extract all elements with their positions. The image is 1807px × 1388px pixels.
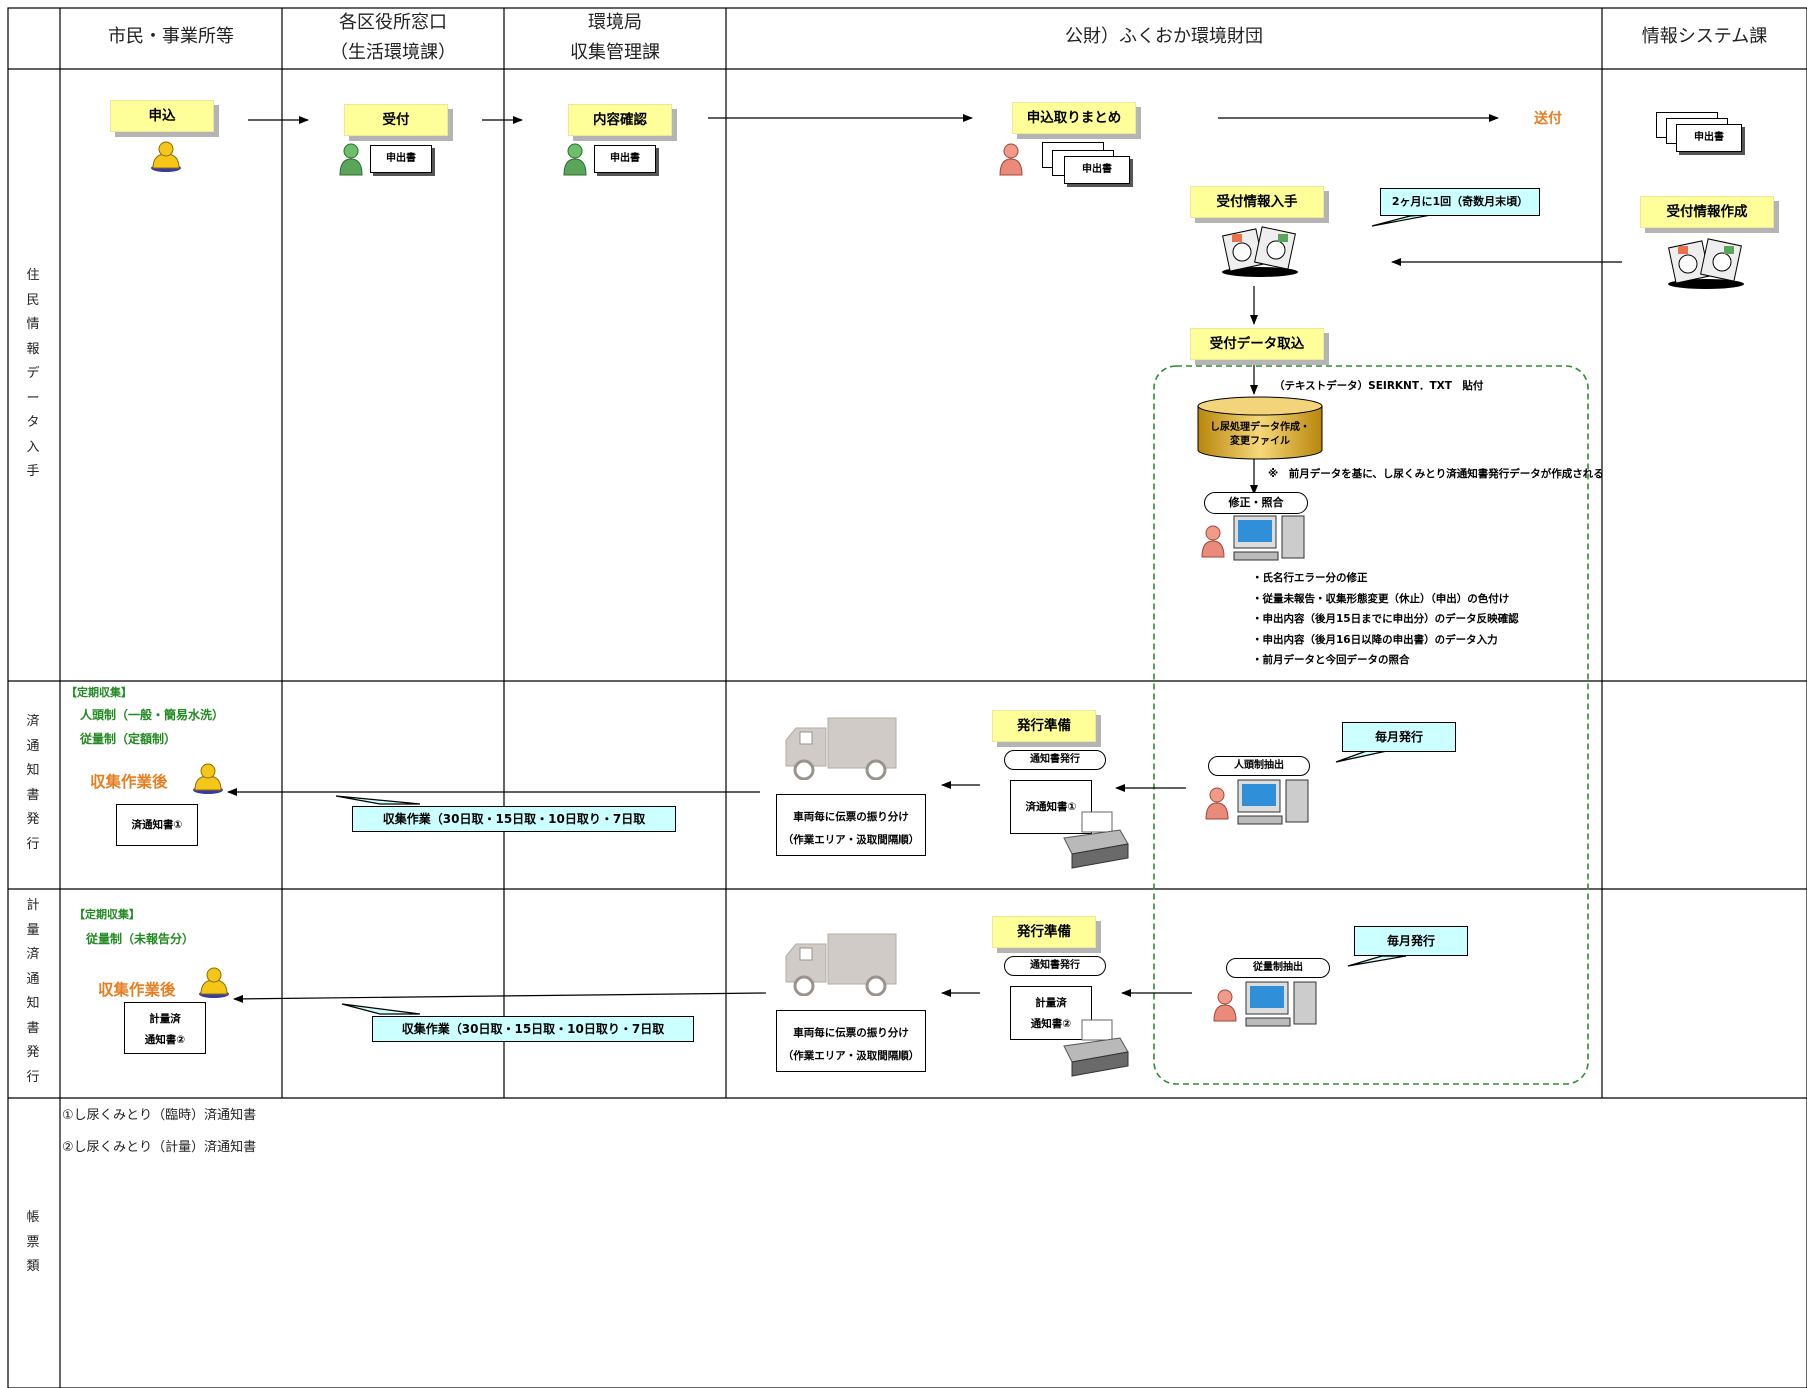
printer-icon bbox=[1063, 811, 1129, 869]
truck-sort-line2: （作業エリア・汲取間隔順） bbox=[782, 1050, 920, 1062]
after-collection-label: 収集作業後 bbox=[90, 773, 168, 791]
column-info-systems: 情報システム課 bbox=[1641, 26, 1768, 47]
column-foundation: 公財）ふくおか環境財団 bbox=[1065, 26, 1263, 47]
application-doc: 申出書 bbox=[594, 145, 656, 173]
metered-notice-doc-2: 計量済 通知書② bbox=[124, 1002, 206, 1054]
printed-metered-line2: 通知書② bbox=[1030, 1018, 1072, 1030]
after-collection-label: 収集作業後 bbox=[98, 981, 176, 999]
row-label-metered-notice-issue: 計量済 通知書 発行 bbox=[26, 898, 40, 1085]
confirm-box: 内容確認 bbox=[568, 104, 672, 136]
footnote-2: ②し尿くみとり（計量）済通知書 bbox=[62, 1140, 257, 1155]
regular-collection-tag: 【定期収集】 bbox=[66, 686, 132, 699]
database-label-l2: 変更ファイル bbox=[1230, 436, 1290, 447]
truck-icon bbox=[785, 933, 897, 996]
computer-icon bbox=[1237, 779, 1309, 825]
person-green-icon bbox=[339, 143, 363, 176]
application-doc: 申出書 bbox=[370, 145, 432, 173]
application-doc-stack: 申出書 bbox=[1064, 156, 1130, 184]
truck-sort-line2: （作業エリア・汲取間隔順） bbox=[782, 834, 920, 846]
person-red-icon bbox=[1213, 989, 1237, 1022]
dashed-group-region bbox=[1153, 365, 1589, 1085]
truck-sort-box: 車両毎に伝票の振り分け （作業エリア・汲取間隔順） bbox=[776, 794, 926, 856]
fix-task-item: ・氏名行エラー分の修正 bbox=[1252, 572, 1368, 584]
truck-sort-line1: 車両毎に伝票の振り分け bbox=[793, 811, 909, 823]
issue-prep-box: 発行準備 bbox=[992, 710, 1096, 742]
fix-task-list: ・氏名行エラー分の修正 ・従量未報告・収集形態変更（休止）（申出）の色付け ・申… bbox=[1252, 568, 1519, 671]
row2-arrows bbox=[227, 781, 1186, 796]
fix-task-item: ・従量未報告・収集形態変更（休止）（申出）の色付け bbox=[1252, 592, 1510, 605]
fix-task-item: ・申出内容（後月16日以降の申出書）のデータ入力 bbox=[1252, 633, 1498, 646]
volume-unreported-label: 従量制（未報告分） bbox=[86, 932, 195, 946]
printed-metered-notice-2: 計量済 通知書② bbox=[1010, 986, 1092, 1040]
row3-arrows bbox=[233, 989, 1192, 1003]
application-doc-stack: 申出書 bbox=[1676, 124, 1742, 152]
prev-data-note: ※ 前月データを基に、し尿くみとり済通知書発行データが作成される bbox=[1268, 468, 1604, 480]
column-citizens: 市民・事業所等 bbox=[108, 26, 234, 47]
compile-box: 申込取りまとめ bbox=[1012, 102, 1136, 134]
row-label-resident-data: 住民情 報デー タ入手 bbox=[26, 268, 40, 479]
truck-sort-box: 車両毎に伝票の振り分け （作業エリア・汲取間隔順） bbox=[776, 1010, 926, 1072]
row1-arrows bbox=[248, 114, 1622, 495]
column-ward-office-l1: 各区役所窓口 bbox=[339, 12, 447, 33]
issue-prep-box: 発行準備 bbox=[992, 916, 1096, 948]
import-data-box: 受付データ取込 bbox=[1190, 328, 1324, 360]
row-label-notice-issue: 済通知 書発行 bbox=[26, 714, 40, 852]
issue-notice-pill: 通知書発行 bbox=[1004, 750, 1106, 770]
issue-notice-pill: 通知書発行 bbox=[1004, 956, 1106, 976]
send-label: 送付 bbox=[1534, 111, 1562, 127]
every-two-months-callout: 2ヶ月に1回（奇数月末頃） bbox=[1380, 188, 1540, 216]
truck-sort-line1: 車両毎に伝票の振り分け bbox=[793, 1027, 909, 1039]
column-env-bureau-l2: 収集管理課 bbox=[570, 42, 660, 63]
monthly-issue-callout: 毎月発行 bbox=[1354, 926, 1468, 956]
regular-collection-tag: 【定期収集】 bbox=[74, 908, 140, 921]
create-info-box: 受付情報作成 bbox=[1640, 196, 1774, 228]
apply-box: 申込 bbox=[110, 100, 214, 132]
database-cylinder-icon bbox=[1197, 396, 1323, 460]
notice-doc-1: 済通知書① bbox=[116, 804, 198, 846]
person-red-icon bbox=[1205, 787, 1229, 820]
volume-extract-pill: 従量制抽出 bbox=[1226, 958, 1330, 978]
fix-check-pill: 修正・照合 bbox=[1204, 492, 1308, 514]
swimlane-grid bbox=[7, 7, 1807, 1388]
computer-icon bbox=[1245, 981, 1317, 1027]
column-ward-office-l2: （生活環境課） bbox=[330, 42, 456, 63]
metered-notice-line2: 通知書② bbox=[144, 1034, 186, 1046]
fix-task-item: ・申出内容（後月15日までに申出分）のデータ反映確認 bbox=[1252, 613, 1519, 625]
footnote-1: ①し尿くみとり（臨時）済通知書 bbox=[62, 1108, 257, 1123]
collection-callout: 収集作業（30日取・15日取・10日取り・7日取 bbox=[352, 806, 676, 832]
collection-callout: 収集作業（30日取・15日取・10日取り・7日取 bbox=[372, 1016, 694, 1042]
per-capita-extract-pill: 人頭制抽出 bbox=[1208, 756, 1310, 776]
column-env-bureau-l1: 環境局 bbox=[588, 12, 642, 33]
database-label-l1: し尿処理データ作成・ bbox=[1210, 422, 1310, 433]
per-capita-label: 人頭制（一般・簡易水洗） bbox=[80, 708, 225, 722]
disk-media-icon bbox=[1668, 238, 1744, 289]
printed-notice-1: 済通知書① bbox=[1010, 780, 1092, 834]
person-yellow-icon bbox=[193, 763, 223, 794]
computer-icon bbox=[1233, 515, 1305, 561]
person-red-icon bbox=[999, 143, 1023, 176]
person-yellow-icon bbox=[151, 141, 181, 172]
monthly-issue-callout: 毎月発行 bbox=[1342, 722, 1456, 752]
accept-box: 受付 bbox=[344, 104, 448, 136]
disk-media-icon bbox=[1222, 226, 1298, 277]
person-red-icon bbox=[1201, 525, 1225, 558]
person-green-icon bbox=[563, 143, 587, 176]
volume-fixed-label: 従量制（定額制） bbox=[80, 732, 177, 746]
callout-tails bbox=[335, 213, 1437, 1015]
printer-icon bbox=[1063, 1019, 1129, 1077]
truck-icon bbox=[785, 717, 897, 780]
row-label-forms: 帳票類 bbox=[26, 1210, 40, 1274]
printed-metered-line1: 計量済 bbox=[1035, 997, 1067, 1009]
metered-notice-line1: 計量済 bbox=[149, 1013, 181, 1025]
text-data-note: （テキストデータ）SEIRKNT．TXT 貼付 bbox=[1274, 380, 1484, 392]
fix-task-item: ・前月データと今回データの照合 bbox=[1252, 654, 1410, 666]
person-yellow-icon bbox=[199, 967, 229, 998]
receive-info-box: 受付情報入手 bbox=[1190, 186, 1324, 218]
